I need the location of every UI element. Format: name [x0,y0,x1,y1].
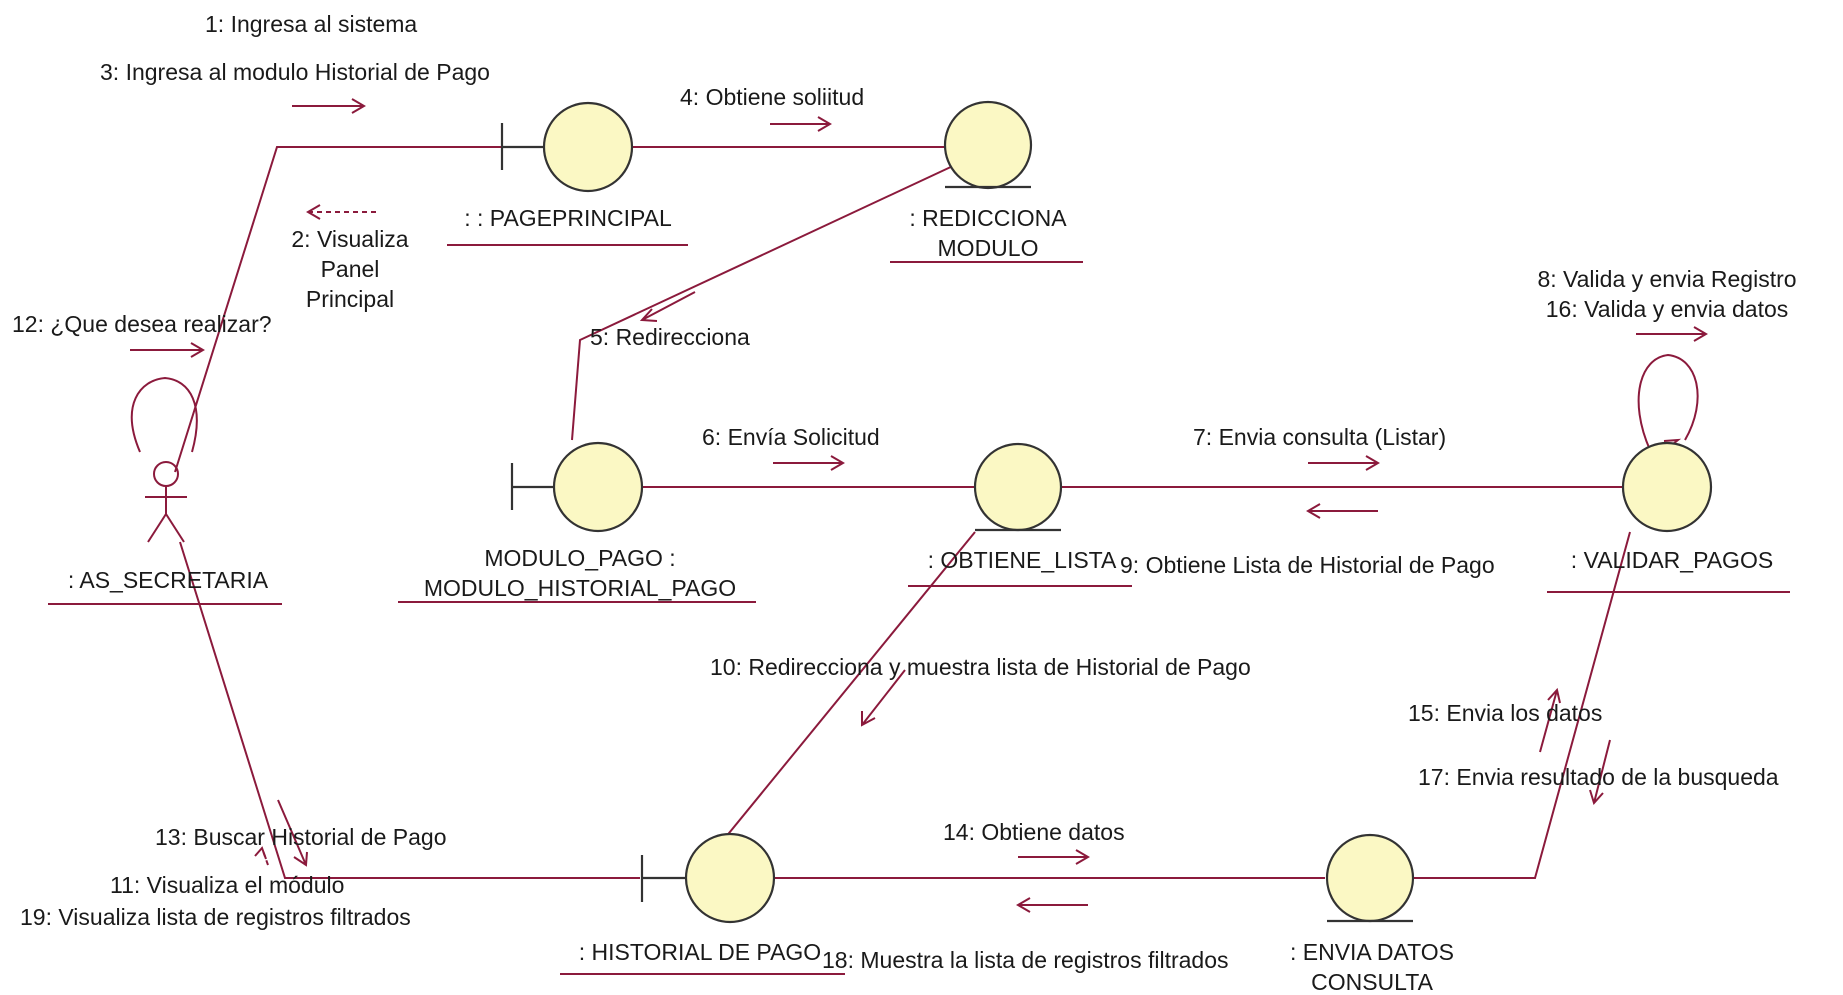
control-circle [1621,441,1713,533]
arrow-msg-6 [773,455,845,471]
msg-4: 4: Obtiene soliitud [680,84,864,110]
object-obtiene-lista[interactable]: : OBTIENE_LISTA [908,442,1132,587]
msg-2-line1: 2: Visualiza [291,226,408,252]
arrow-msg-12 [130,342,205,358]
arrow-msg-14 [1018,849,1090,865]
object-envia-datos-consulta[interactable]: : ENVIA DATOS CONSULTA [1290,833,1454,995]
msg-19: 19: Visualiza lista de registros filtrad… [20,904,411,930]
self-loop-actor [130,376,198,453]
msg-12: 12: ¿Que desea realizar? [12,311,272,337]
msg-8: 8: Valida y envia Registro [1537,266,1796,292]
actor-right-leg [165,513,185,543]
object-modulo-pago[interactable]: MODULO_PAGO : MODULO_HISTORIAL_PAGO [398,441,756,603]
connections [130,146,1699,879]
msg-10: 10: Redirecciona y muestra lista de Hist… [710,654,1251,680]
envia-datos-label-line1: : ENVIA DATOS [1290,939,1454,965]
link-obtienelista-historial [724,531,976,839]
msg-15: 15: Envia los datos [1408,700,1602,726]
arrow-msg-5 [639,291,696,322]
object-pageprincipal[interactable]: : : PAGEPRINCIPAL [447,101,688,246]
arrow-msg-9 [1306,503,1378,519]
redicciona-label-line2: MODULO [938,235,1039,261]
arrow-msg-18 [1016,897,1088,913]
msg-1: 1: Ingresa al sistema [205,11,417,37]
message-arrows [130,98,1708,913]
arrow-msg-11-19 [277,799,308,867]
msg-6: 6: Envía Solicitud [702,424,880,450]
object-validar-pagos[interactable]: : VALIDAR_PAGOS [1547,441,1790,593]
message-labels: 1: Ingresa al sistema 3: Ingresa al modu… [12,11,1797,973]
boundary-circle [684,832,776,924]
object-redicciona-modulo[interactable]: : REDICCIONA MODULO [890,100,1083,263]
modulo-pago-label-line1: MODULO_PAGO : [484,545,675,571]
link-actor-pageprincipal [174,146,545,473]
arrow-msg-15 [1539,687,1561,753]
pageprincipal-label: : : PAGEPRINCIPAL [464,205,672,231]
msg-13: 13: Buscar Historial de Pago [155,824,447,850]
validar-pagos-label: : VALIDAR_PAGOS [1571,547,1773,573]
control-circle [943,100,1033,190]
msg-18: 18: Muestra la lista de registros filtra… [822,947,1229,973]
self-loop-validarpagos [1637,353,1699,451]
msg-9: 9: Obtiene Lista de Historial de Pago [1120,552,1495,578]
control-circle [973,442,1063,532]
redicciona-label-line1: : REDICCIONA [909,205,1067,231]
envia-datos-label-line2: CONSULTA [1311,969,1433,995]
actor-label: : AS_SECRETARIA [68,567,269,593]
modulo-pago-label-line2: MODULO_HISTORIAL_PAGO [424,575,736,601]
obtiene-lista-label: : OBTIENE_LISTA [928,547,1117,573]
object-historial-de-pago[interactable]: : HISTORIAL DE PAGO [560,832,845,975]
arrow-msg-1-3 [292,98,366,114]
actor-left-leg [147,513,167,543]
arrow-msg-7 [1308,455,1380,471]
actor-head [153,461,179,487]
msg-2-line2: Panel [321,256,380,282]
link-enviadatos-validarpagos [1412,531,1631,879]
msg-17: 17: Envia resultado de la busqueda [1418,764,1779,790]
msg-16: 16: Valida y envia datos [1546,296,1789,322]
msg-14: 14: Obtiene datos [943,819,1125,845]
boundary-circle [552,441,644,533]
boundary-circle [542,101,634,193]
msg-5: 5: Redirecciona [590,324,750,350]
arrow-msg-13-head [254,846,267,860]
arrow-msg-2-head [306,204,321,220]
link-actor-historial [179,541,640,879]
historial-label: : HISTORIAL DE PAGO [579,939,821,965]
arrow-msg-4 [770,116,832,132]
msg-7: 7: Envia consulta (Listar) [1193,424,1446,450]
msg-2-line3: Principal [306,286,394,312]
control-circle [1325,833,1415,923]
arrow-msg-17 [1589,739,1611,805]
arrow-msg-10 [861,669,906,727]
msg-11: 11: Visualiza el módulo [110,872,344,898]
link-redicciona-modulopago [571,164,956,441]
msg-3: 3: Ingresa al modulo Historial de Pago [100,59,490,85]
arrow-msg-8-16 [1636,326,1708,342]
actor-as-secretaria[interactable]: : AS_SECRETARIA [48,461,282,605]
